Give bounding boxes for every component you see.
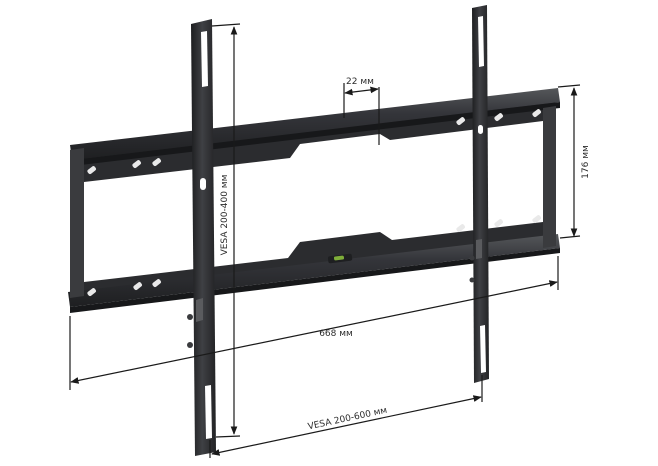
bubble-level bbox=[327, 253, 353, 264]
mounting-slots-top bbox=[87, 109, 541, 175]
wall-plate-left-edge bbox=[70, 148, 84, 298]
wall-plate-right-edge bbox=[543, 106, 556, 248]
left-arm-latch bbox=[196, 298, 203, 322]
label-width: 668 мм bbox=[319, 329, 353, 339]
right-arm-latch bbox=[476, 239, 482, 259]
label-height: 176 мм bbox=[581, 145, 591, 179]
dimension-lines bbox=[69, 23, 581, 458]
label-top-gap: 22 мм bbox=[346, 77, 374, 87]
label-vesa-vertical: VESA 200-400 мм bbox=[220, 175, 230, 256]
